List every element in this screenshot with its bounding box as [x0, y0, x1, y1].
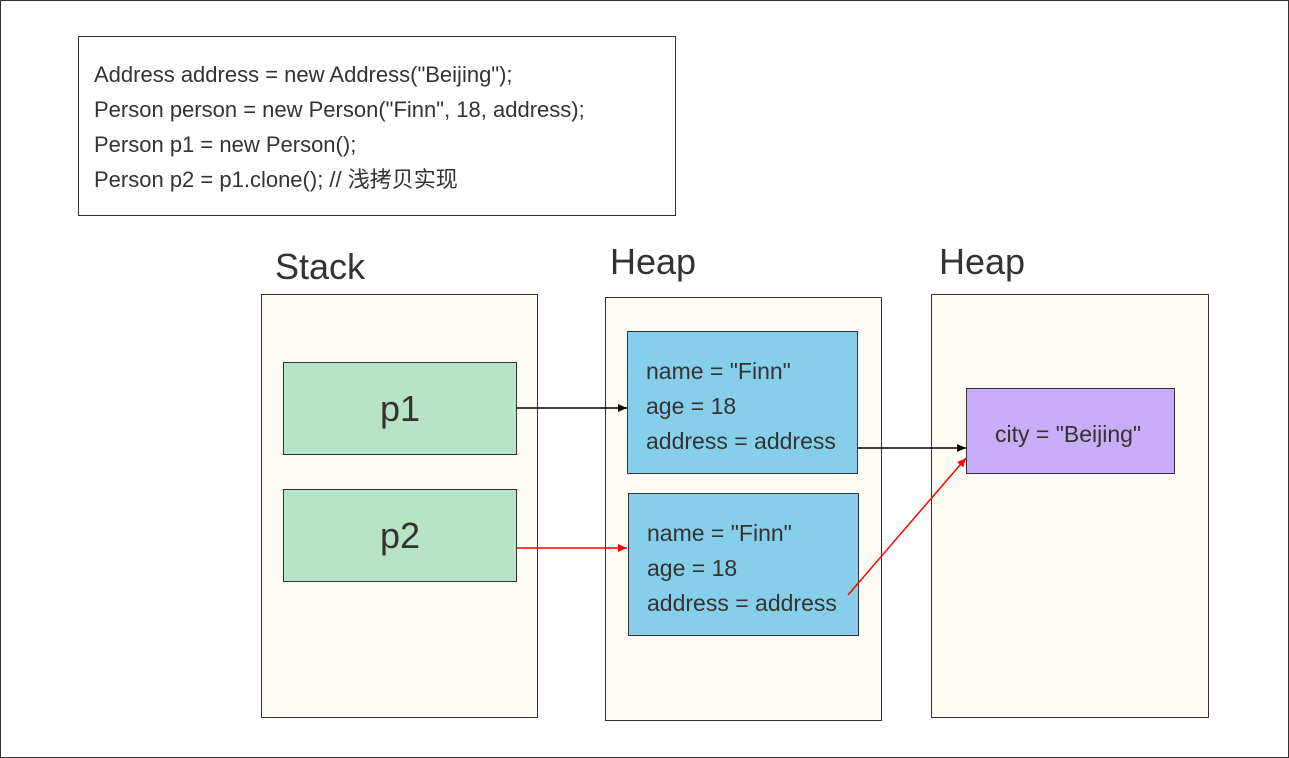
code-line-2: Person person = new Person("Finn", 18, a…: [94, 97, 585, 122]
p2-variable: p2: [283, 489, 517, 582]
person1-name-field: name = "Finn": [646, 358, 791, 384]
p1-label: p1: [379, 387, 421, 429]
p2-label: p2: [379, 514, 421, 556]
person1-address-field: address = address: [646, 428, 836, 454]
p1-variable: p1: [283, 362, 517, 455]
person-object-1: name = "Finn" age = 18 address = address: [627, 331, 858, 474]
code-snippet: Address address = new Address("Beijing")…: [78, 36, 676, 216]
person2-age-field: age = 18: [647, 555, 738, 581]
stack-title: Stack: [275, 246, 366, 287]
heap-title-objects: Heap: [610, 241, 697, 282]
address-object: city = "Beijing": [966, 388, 1175, 474]
person1-age-field: age = 18: [646, 393, 737, 419]
code-line-3: Person p1 = new Person();: [94, 132, 357, 157]
arrow-person2-to-address: [847, 457, 967, 596]
person-object-2: name = "Finn" age = 18 address = address: [628, 493, 859, 636]
person2-address-field: address = address: [647, 590, 837, 616]
heap-title-address: Heap: [939, 241, 1026, 282]
heap-region-address: [931, 294, 1209, 718]
person2-name-field: name = "Finn": [647, 520, 792, 546]
code-line-1: Address address = new Address("Beijing")…: [94, 62, 513, 87]
address-city-field: city = "Beijing": [995, 421, 1142, 447]
code-line-4: Person p2 = p1.clone(); // 浅拷贝实现: [94, 167, 458, 192]
